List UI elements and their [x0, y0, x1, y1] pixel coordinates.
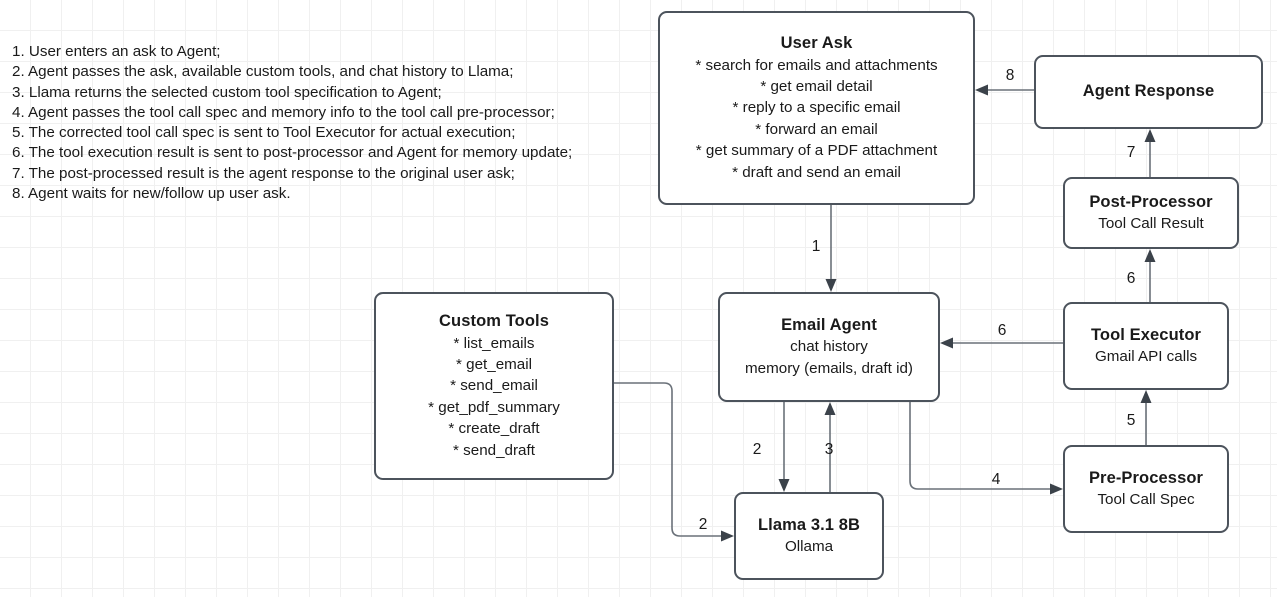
legend-line-6: 6. The tool execution result is sent to …	[12, 144, 573, 162]
edge-label-2-tools-llama: 2	[698, 516, 708, 533]
user-ask-bullet-5: * get summary of a PDF attachment	[695, 142, 938, 160]
edge-8-agent-response-to-user-ask	[975, 84, 1034, 96]
legend-steps: 1. User enters an ask to Agent; 2. Agent…	[12, 42, 642, 204]
node-user-ask-title: User Ask	[780, 34, 853, 53]
legend-line-8: 8. Agent waits for new/follow up user as…	[12, 185, 291, 203]
legend-line-4: 4. Agent passes the tool call spec and m…	[12, 103, 555, 121]
node-pre-processor-title: Pre-Processor	[1088, 468, 1204, 487]
custom-tools-bullet-4: * get_pdf_summary	[428, 398, 560, 416]
edge-label-5: 5	[1126, 412, 1136, 429]
node-pre-processor-subtitle: Tool Call Spec	[1097, 491, 1195, 509]
edge-1-user-ask-to-email-agent	[825, 205, 837, 292]
edge-5-pre-processor-to-tool-executor	[1140, 390, 1152, 445]
legend-line-5: 5. The corrected tool call spec is sent …	[12, 124, 516, 142]
user-ask-bullet-4: * forward an email	[755, 120, 878, 138]
node-tool-executor-title: Tool Executor	[1090, 325, 1202, 344]
edge-label-4: 4	[991, 471, 1001, 488]
node-tool-executor-subtitle: Gmail API calls	[1094, 348, 1198, 366]
edge-label-2-agent-llama: 2	[752, 441, 762, 458]
user-ask-bullet-2: * get email detail	[760, 77, 873, 95]
node-user-ask[interactable]: User Ask * search for emails and attachm…	[658, 11, 975, 205]
node-user-ask-bullets: * search for emails and attachments * ge…	[695, 55, 937, 183]
node-post-processor-subtitle: Tool Call Result	[1098, 215, 1204, 233]
node-email-agent-subtitle-2: memory (emails, draft id)	[745, 359, 913, 377]
node-post-processor[interactable]: Post-Processor Tool Call Result	[1063, 177, 1239, 249]
custom-tools-bullet-1: * list_emails	[453, 334, 535, 352]
legend-line-7: 7. The post-processed result is the agen…	[12, 164, 515, 182]
custom-tools-bullet-6: * send_draft	[453, 441, 535, 459]
node-tool-executor[interactable]: Tool Executor Gmail API calls	[1063, 302, 1229, 390]
node-agent-response[interactable]: Agent Response	[1034, 55, 1263, 129]
node-llama-title: Llama 3.1 8B	[757, 515, 861, 534]
edge-label-6-exec-agent: 6	[997, 322, 1007, 339]
legend-line-3: 3. Llama returns the selected custom too…	[12, 83, 442, 101]
node-custom-tools[interactable]: Custom Tools * list_emails * get_email *…	[374, 292, 614, 480]
legend-line-2: 2. Agent passes the ask, available custo…	[12, 63, 514, 81]
edge-6-tool-executor-to-post-processor	[1144, 249, 1156, 302]
node-agent-response-title: Agent Response	[1082, 82, 1215, 101]
edge-label-1: 1	[811, 238, 821, 255]
custom-tools-bullet-3: * send_email	[450, 377, 538, 395]
user-ask-bullet-6: * draft and send an email	[732, 163, 901, 181]
node-llama-subtitle: Ollama	[784, 538, 834, 556]
custom-tools-bullet-5: * create_draft	[448, 420, 540, 438]
node-post-processor-title: Post-Processor	[1089, 192, 1213, 211]
edge-label-6-exec-post: 6	[1126, 270, 1136, 287]
legend-line-1: 1. User enters an ask to Agent;	[12, 43, 221, 60]
edge-2-custom-tools-to-llama	[614, 382, 734, 542]
custom-tools-bullet-2: * get_email	[456, 355, 532, 373]
node-email-agent[interactable]: Email Agent chat history memory (emails,…	[718, 292, 940, 402]
edge-7-post-processor-to-agent-response	[1144, 129, 1156, 177]
user-ask-bullet-1: * search for emails and attachments	[695, 56, 938, 74]
node-custom-tools-bullets: * list_emails * get_email * send_email *…	[428, 333, 560, 461]
node-custom-tools-title: Custom Tools	[439, 312, 549, 331]
node-email-agent-title: Email Agent	[781, 315, 877, 334]
user-ask-bullet-3: * reply to a specific email	[732, 99, 901, 117]
node-pre-processor[interactable]: Pre-Processor Tool Call Spec	[1063, 445, 1229, 533]
node-llama[interactable]: Llama 3.1 8B Ollama	[734, 492, 884, 580]
edge-label-7: 7	[1126, 144, 1136, 161]
edge-4-email-agent-to-pre-processor	[909, 402, 1063, 495]
edge-label-8: 8	[1005, 67, 1015, 84]
edge-label-3: 3	[824, 441, 834, 458]
edge-2-email-agent-to-llama	[778, 402, 790, 492]
node-email-agent-subtitle-1: chat history	[790, 338, 868, 356]
